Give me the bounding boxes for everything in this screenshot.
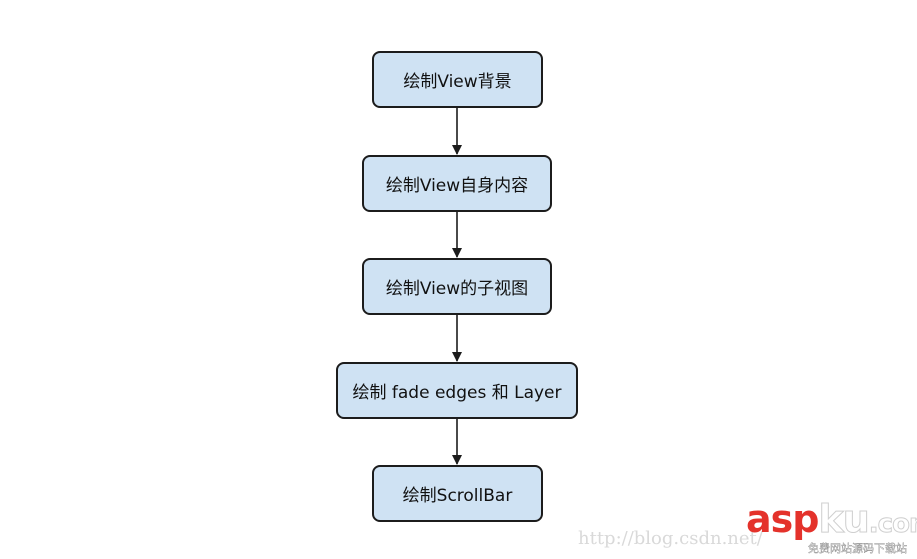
node-draw-children: 绘制View的子视图 bbox=[362, 258, 552, 315]
node-label: 绘制View的子视图 bbox=[385, 279, 529, 299]
site-logo: aspku.com 免费网站源码下载站 bbox=[746, 497, 917, 556]
logo-tagline: 免费网站源码下载站 bbox=[808, 542, 907, 555]
watermark-url: http://blog.csdn.net/ bbox=[578, 528, 763, 549]
node-draw-scrollbar: 绘制ScrollBar bbox=[372, 465, 543, 522]
node-label: 绘制ScrollBar bbox=[402, 486, 513, 506]
logo-com: .com bbox=[868, 509, 917, 539]
node-label: 绘制View背景 bbox=[403, 72, 512, 92]
logo-asp: asp bbox=[746, 497, 819, 541]
node-label: 绘制 fade edges 和 Layer bbox=[352, 383, 562, 403]
logo-wordmark: aspku.com bbox=[746, 497, 917, 541]
node-draw-content: 绘制View自身内容 bbox=[362, 155, 552, 212]
node-draw-background: 绘制View背景 bbox=[372, 51, 543, 108]
node-label: 绘制View自身内容 bbox=[385, 176, 529, 196]
logo-ku: ku bbox=[818, 497, 870, 541]
node-draw-fade-edges-layer: 绘制 fade edges 和 Layer bbox=[336, 362, 578, 419]
